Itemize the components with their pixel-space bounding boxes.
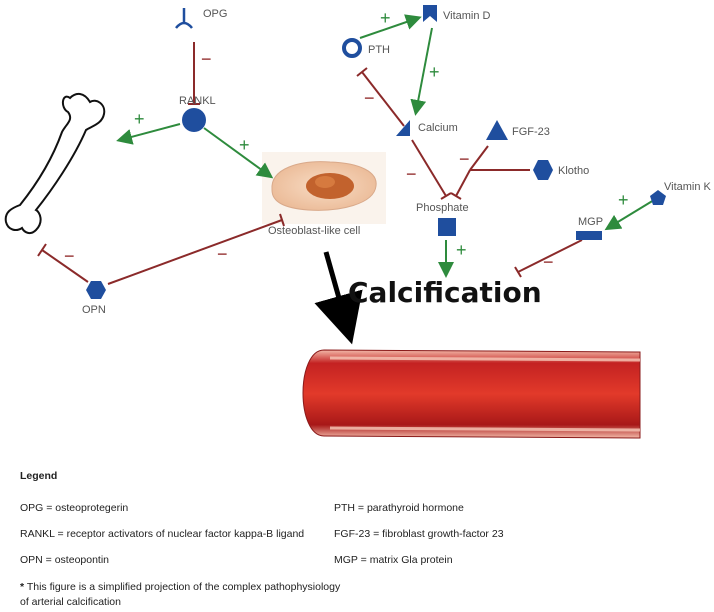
plus-sign: +	[618, 190, 629, 210]
minus-sign: −	[64, 246, 75, 266]
calcification-pathway-diagram: OPG RANKL OPN Osteoblast-like cell PTH V…	[4, 5, 712, 439]
plus-sign: +	[429, 62, 440, 82]
pth-label: PTH	[368, 44, 390, 56]
calcium-label: Calcium	[418, 122, 458, 134]
mgp-node	[576, 231, 602, 240]
mgp-label: MGP	[578, 216, 603, 228]
osteoblast-cell-icon	[262, 152, 386, 224]
minus-sign: −	[543, 252, 554, 272]
vitamin-d-label: Vitamin D	[443, 10, 491, 22]
legend-title: Legend	[20, 470, 58, 482]
plus-sign: +	[134, 109, 145, 129]
minus-sign: −	[217, 244, 228, 264]
osteoblast-label: Osteoblast-like cell	[268, 225, 360, 237]
vitamin-d-node	[423, 5, 437, 22]
legend-item: FGF-23 = fibroblast growth-factor 23	[334, 528, 504, 540]
opg-receptor-icon	[175, 8, 193, 29]
opn-node	[86, 281, 106, 299]
legend-item: RANKL = receptor activators of nuclear f…	[20, 528, 305, 540]
calcification-arrow	[314, 251, 363, 345]
klotho-node	[533, 160, 553, 180]
legend-item: OPN = osteopontin	[20, 554, 110, 566]
plus-sign: +	[456, 240, 467, 260]
legend-item: MGP = matrix Gla protein	[334, 554, 453, 566]
activation-edges	[116, 14, 655, 278]
legend-note: * This figure is a simplified projection…	[20, 580, 350, 610]
legend-item: PTH = parathyroid hormone	[334, 502, 464, 514]
inhibition-edges	[37, 42, 583, 285]
rankl-label: RANKL	[179, 95, 216, 107]
phosphate-node	[438, 218, 456, 236]
note-marker: *	[20, 581, 25, 593]
artery-vessel-icon	[302, 349, 641, 439]
note-text: This figure is a simplified projection o…	[20, 581, 341, 608]
calcification-title: Calcification	[348, 276, 542, 309]
pth-node	[342, 38, 362, 58]
legend-item: OPG = osteoprotegerin	[20, 502, 129, 514]
bone-icon	[4, 92, 106, 235]
plus-sign: +	[380, 8, 391, 28]
phosphate-label: Phosphate	[416, 202, 469, 214]
rankl-node	[182, 108, 206, 132]
minus-sign: −	[406, 164, 417, 184]
opn-label: OPN	[82, 304, 106, 316]
klotho-label: Klotho	[558, 165, 589, 177]
fgf23-node	[486, 120, 508, 140]
minus-sign: −	[364, 88, 375, 108]
vitamin-k-label: Vitamin K	[664, 181, 712, 193]
minus-sign: −	[459, 149, 470, 169]
minus-sign: −	[201, 49, 212, 69]
fgf23-label: FGF-23	[512, 126, 550, 138]
plus-sign: +	[239, 135, 250, 155]
calcium-node	[396, 120, 410, 136]
opg-label: OPG	[203, 8, 227, 20]
vitamin-k-node	[650, 190, 666, 205]
